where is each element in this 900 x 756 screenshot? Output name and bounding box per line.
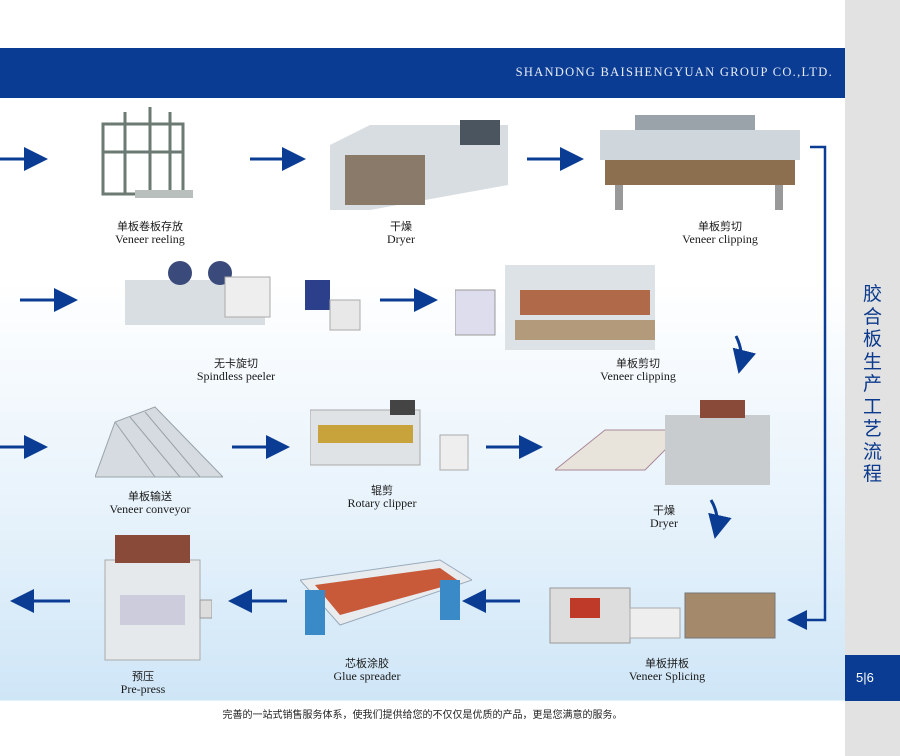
step-label-cn: 单板输送 bbox=[128, 490, 172, 503]
sidebar-title: 胶合板生产工艺流程 bbox=[862, 283, 882, 485]
step-label-cn: 单板剪切 bbox=[697, 220, 742, 233]
step-label-cn: 单板拼板 bbox=[645, 657, 689, 670]
company-name: SHANDONG BAISHENGYUAN GROUP CO.,LTD. bbox=[515, 65, 833, 79]
brochure-page: SHANDONG BAISHENGYUAN GROUP CO.,LTD. bbox=[0, 0, 845, 756]
veneer-clipping-machine-2-image bbox=[455, 265, 655, 350]
veneer-splicing-image bbox=[549, 587, 776, 644]
page-number: 5|6 bbox=[845, 655, 900, 701]
step-label-en: Spindless peeler bbox=[196, 369, 276, 383]
step-label-cn: 辊剪 bbox=[370, 484, 393, 497]
sidebar: 胶合板生产工艺流程 5|6 bbox=[845, 0, 900, 756]
veneer-clipping-machine-image bbox=[600, 115, 800, 210]
step-label-en: Veneer clipping bbox=[682, 232, 758, 246]
step-label-cn: 干燥 bbox=[389, 220, 412, 233]
step-label-en: Veneer reeling bbox=[115, 232, 185, 246]
step-label-cn: 单板剪切 bbox=[615, 357, 660, 370]
step-label-en: Rotary clipper bbox=[347, 496, 417, 510]
step-label-cn: 干燥 bbox=[652, 504, 675, 517]
step-label-en: Veneer clipping bbox=[600, 369, 676, 383]
arrow-down bbox=[708, 499, 732, 539]
step-label-en: Veneer conveyor bbox=[109, 502, 191, 516]
header-banner: SHANDONG BAISHENGYUAN GROUP CO.,LTD. bbox=[0, 48, 845, 98]
step-label-cn: 单板卷板存放 bbox=[116, 220, 183, 233]
step-label-cn: 无卡旋切 bbox=[213, 357, 258, 370]
flow-arrows bbox=[0, 145, 827, 630]
step-label-en: Dryer bbox=[387, 232, 415, 246]
arrow-down bbox=[732, 335, 757, 374]
step-label-en: Glue spreader bbox=[333, 669, 401, 683]
glue-spreader-image bbox=[300, 559, 472, 635]
spindless-peeler-image bbox=[125, 261, 361, 331]
dryer-machine-image bbox=[330, 120, 508, 210]
step-label-en: Dryer bbox=[650, 516, 678, 530]
return-arrow bbox=[787, 145, 827, 630]
step-label-en: Veneer Splicing bbox=[628, 669, 706, 683]
footer-slogan: 完善的一站式销售服务体系，使我们提供给您的不仅仅是优质的产品，更是您满意的服务。 bbox=[222, 710, 623, 721]
dryer-2-image bbox=[555, 400, 770, 485]
pre-press-machine-image bbox=[104, 535, 212, 661]
step-label-en: Pre-press bbox=[120, 682, 166, 696]
rotary-clipper-image bbox=[310, 400, 469, 471]
veneer-conveyor-image bbox=[95, 406, 223, 478]
step-label-cn: 芯板涂胶 bbox=[345, 657, 389, 670]
step-label-cn: 预压 bbox=[132, 670, 154, 683]
veneer-reeling-machine-image bbox=[101, 107, 193, 198]
